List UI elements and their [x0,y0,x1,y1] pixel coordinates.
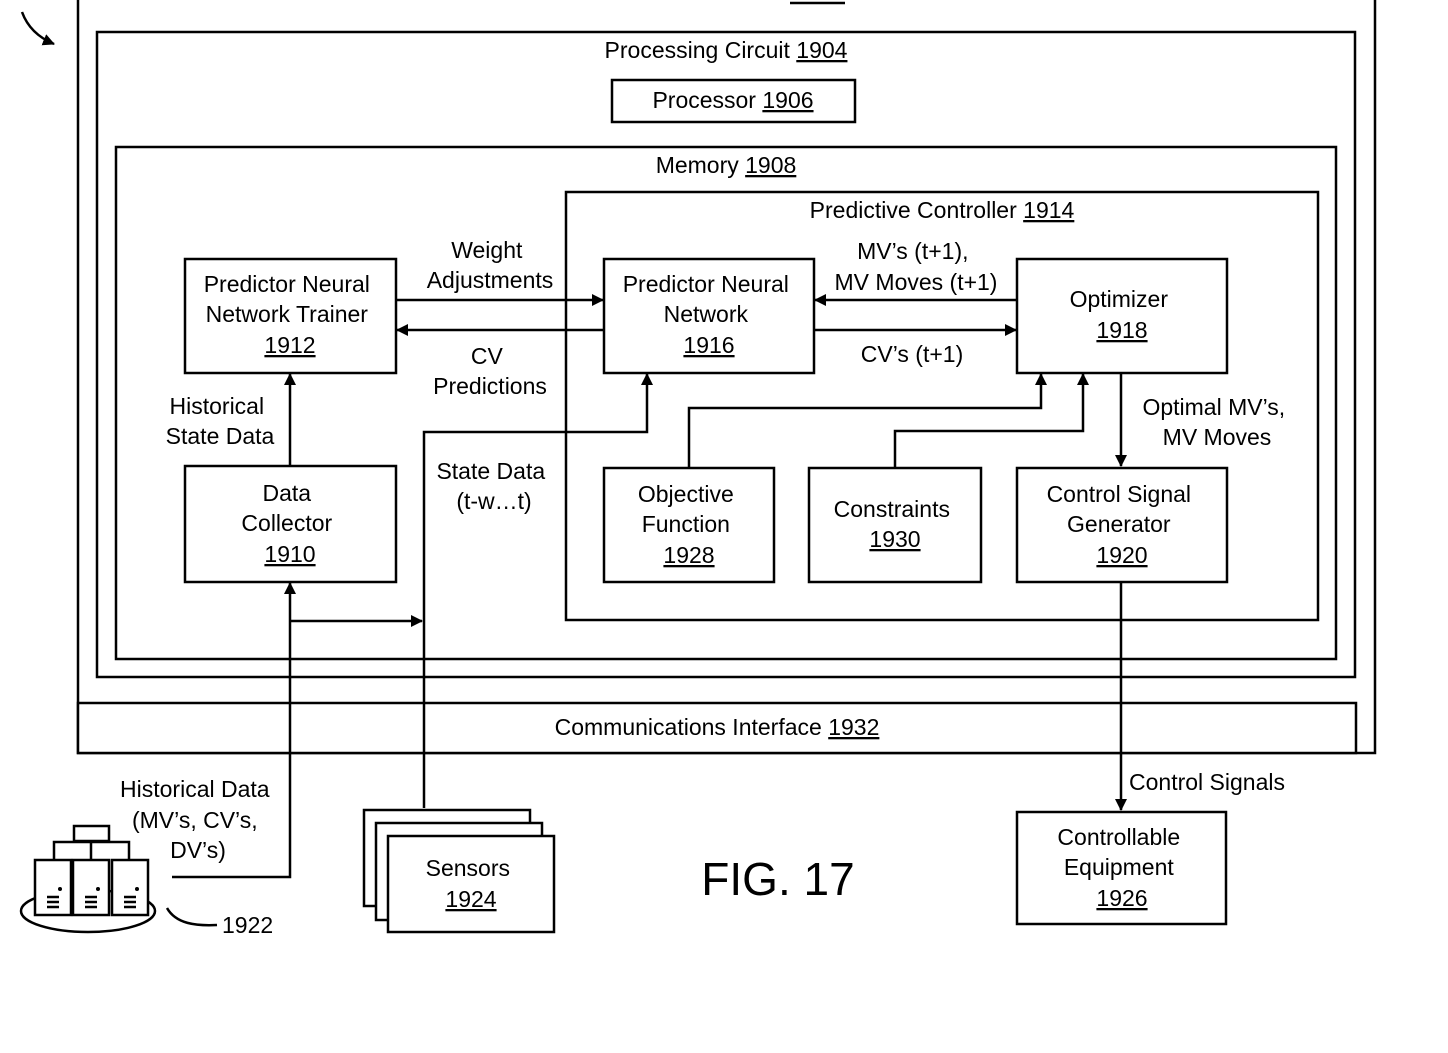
database-ref-label: 1922 [222,912,273,938]
cv-outputs-label: CV’s (t+1) [861,341,963,367]
server-database-icon [21,826,155,932]
memory-label: Memory 1908 [656,152,797,178]
server-network-connectors [54,826,129,860]
predictive-controller-label: Predictive Controller 1914 [810,197,1075,223]
constraints-box [809,468,981,582]
sensors-box [388,836,554,932]
server-led [135,887,139,891]
figure-label: FIG. 17 [701,853,854,905]
reference-pointer-arrow [22,12,54,44]
communications-interface-label: Communications Interface 1932 [555,714,880,740]
database-leader-line [167,908,217,925]
processing-circuit-label: Processing Circuit 1904 [605,37,848,63]
control-signals-label: Control Signals [1129,769,1285,795]
server-led [58,887,62,891]
server-led [96,887,100,891]
historical-data-label: Historical Data (MV’s, CV’s, DV’s) [120,776,276,863]
processor-label: Processor 1906 [652,87,813,113]
optimizer-box [1017,259,1227,373]
